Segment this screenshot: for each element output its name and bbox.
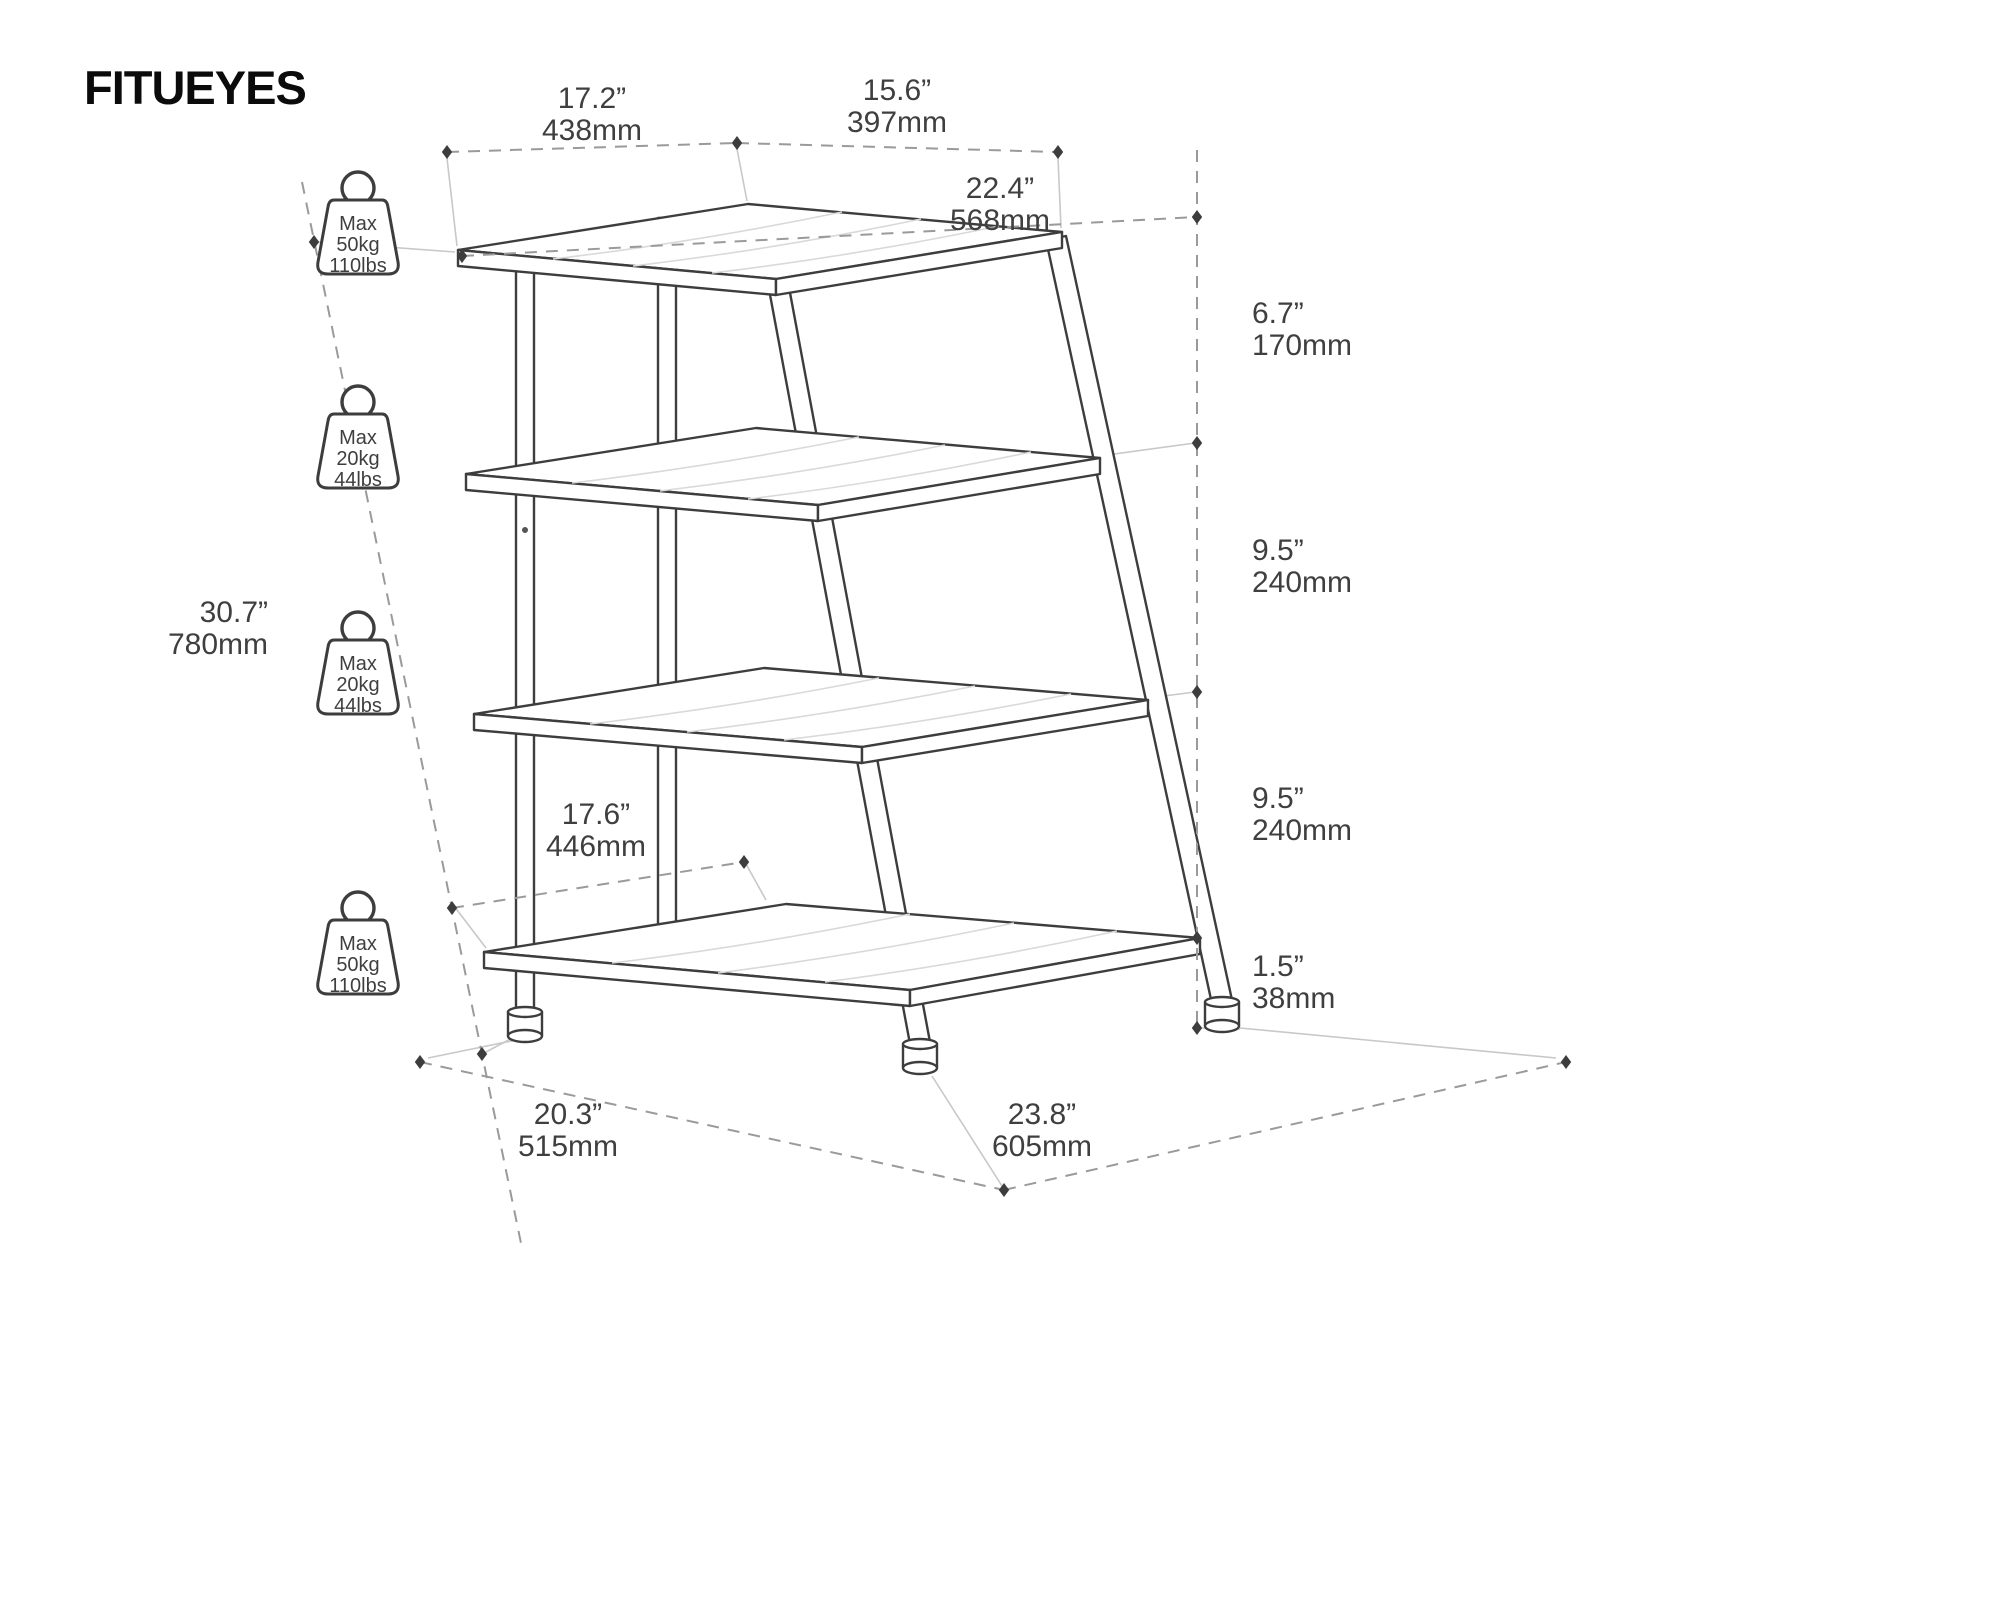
dim-top-width-mm: 397mm [847, 106, 947, 139]
dim-shelf-depth-mm: 446mm [546, 830, 646, 863]
dim-gap4-mm: 38mm [1252, 982, 1335, 1015]
shelf-3 [472, 666, 1150, 765]
extension-lines [317, 148, 1557, 1187]
dim-bottom-depth-inches: 20.3” [534, 1098, 602, 1131]
dim-top-total: 22.4” 568mm [950, 172, 1050, 237]
weight-capacity-icon-1: Max 50kg 110lbs [316, 170, 400, 277]
weight-3-line3: 44lbs [334, 695, 382, 717]
dim-gap3: 9.5” 240mm [1252, 782, 1352, 847]
weight-4-line1: Max [339, 933, 377, 955]
leg-left-front [514, 258, 536, 1014]
weight-4-line2: 50kg [336, 954, 379, 976]
leg-left-back [656, 216, 678, 928]
dim-top-width-inches: 15.6” [863, 74, 931, 107]
weight-capacity-icons: Max 50kg 110lbs Max 20kg 44lbs Max [316, 170, 400, 997]
dim-gap3-inches: 9.5” [1252, 782, 1304, 815]
kettlebell-icon [316, 170, 400, 276]
leg-right-back [1044, 234, 1234, 1006]
dim-height-mm: 780mm [168, 628, 268, 661]
dim-gap4: 1.5” 38mm [1252, 950, 1335, 1015]
dimension-lines [301, 142, 1567, 1249]
dim-gap1-mm: 170mm [1252, 329, 1352, 362]
weight-3-line2: 20kg [336, 674, 379, 696]
dim-gap1-inches: 6.7” [1252, 297, 1304, 330]
kettlebell-icon [316, 890, 400, 996]
dim-gap2-inches: 9.5” [1252, 534, 1304, 567]
dim-top-total-inches: 22.4” [966, 172, 1034, 205]
foot-right-front [901, 1037, 939, 1076]
dim-height-inches: 30.7” [200, 596, 268, 629]
dimension-markers [308, 136, 1572, 1197]
dim-gap1: 6.7” 170mm [1252, 297, 1352, 362]
dim-height: 30.7” 780mm [168, 596, 268, 661]
dim-shelf-depth-inches: 17.6” [562, 798, 630, 831]
dim-bottom-width: 23.8” 605mm [992, 1098, 1092, 1163]
dim-bottom-width-mm: 605mm [992, 1130, 1092, 1163]
dim-shelf-depth: 17.6” 446mm [546, 798, 646, 863]
kettlebell-icon [316, 610, 400, 716]
shelf-unit-drawing [456, 202, 1241, 1076]
dim-bottom-depth-mm: 515mm [518, 1130, 618, 1163]
weight-capacity-icon-4: Max 50kg 110lbs [316, 890, 400, 997]
dim-top-depth-mm: 438mm [542, 114, 642, 147]
shelf-4 [482, 902, 1202, 1008]
weight-1-line2: 50kg [336, 234, 379, 256]
dimension-labels: 17.2” 438mm 15.6” 397mm 22.4” 568mm 6.7”… [168, 74, 1352, 1163]
kettlebell-icon [316, 384, 400, 490]
weight-capacity-icon-3: Max 20kg 44lbs [316, 610, 400, 717]
weight-capacity-icon-2: Max 20kg 44lbs [316, 384, 400, 491]
shelf-1 [456, 202, 1064, 297]
shelf-2 [464, 426, 1102, 523]
brand-logo: FITUEYES [84, 61, 307, 114]
weight-3-line1: Max [339, 653, 377, 675]
dim-gap3-mm: 240mm [1252, 814, 1352, 847]
weight-1-line1: Max [339, 213, 377, 235]
foot-left-front [506, 1005, 544, 1044]
weight-1-line3: 110lbs [329, 255, 386, 277]
dim-top-width: 15.6” 397mm [847, 74, 947, 139]
foot-right-back [1203, 995, 1241, 1034]
dim-gap2: 9.5” 240mm [1252, 534, 1352, 599]
dim-top-total-mm: 568mm [950, 204, 1050, 237]
dim-gap2-mm: 240mm [1252, 566, 1352, 599]
weight-2-line2: 20kg [336, 448, 379, 470]
weight-2-line3: 44lbs [334, 469, 382, 491]
dim-gap4-inches: 1.5” [1252, 950, 1304, 983]
dim-top-depth-inches: 17.2” [558, 82, 626, 115]
weight-4-line3: 110lbs [329, 975, 386, 997]
dim-bottom-depth: 20.3” 515mm [518, 1098, 618, 1163]
dim-top-depth: 17.2” 438mm [542, 82, 642, 147]
weight-2-line1: Max [339, 427, 377, 449]
leg-screw-hole [522, 527, 528, 533]
dim-bottom-width-inches: 23.8” [1008, 1098, 1076, 1131]
